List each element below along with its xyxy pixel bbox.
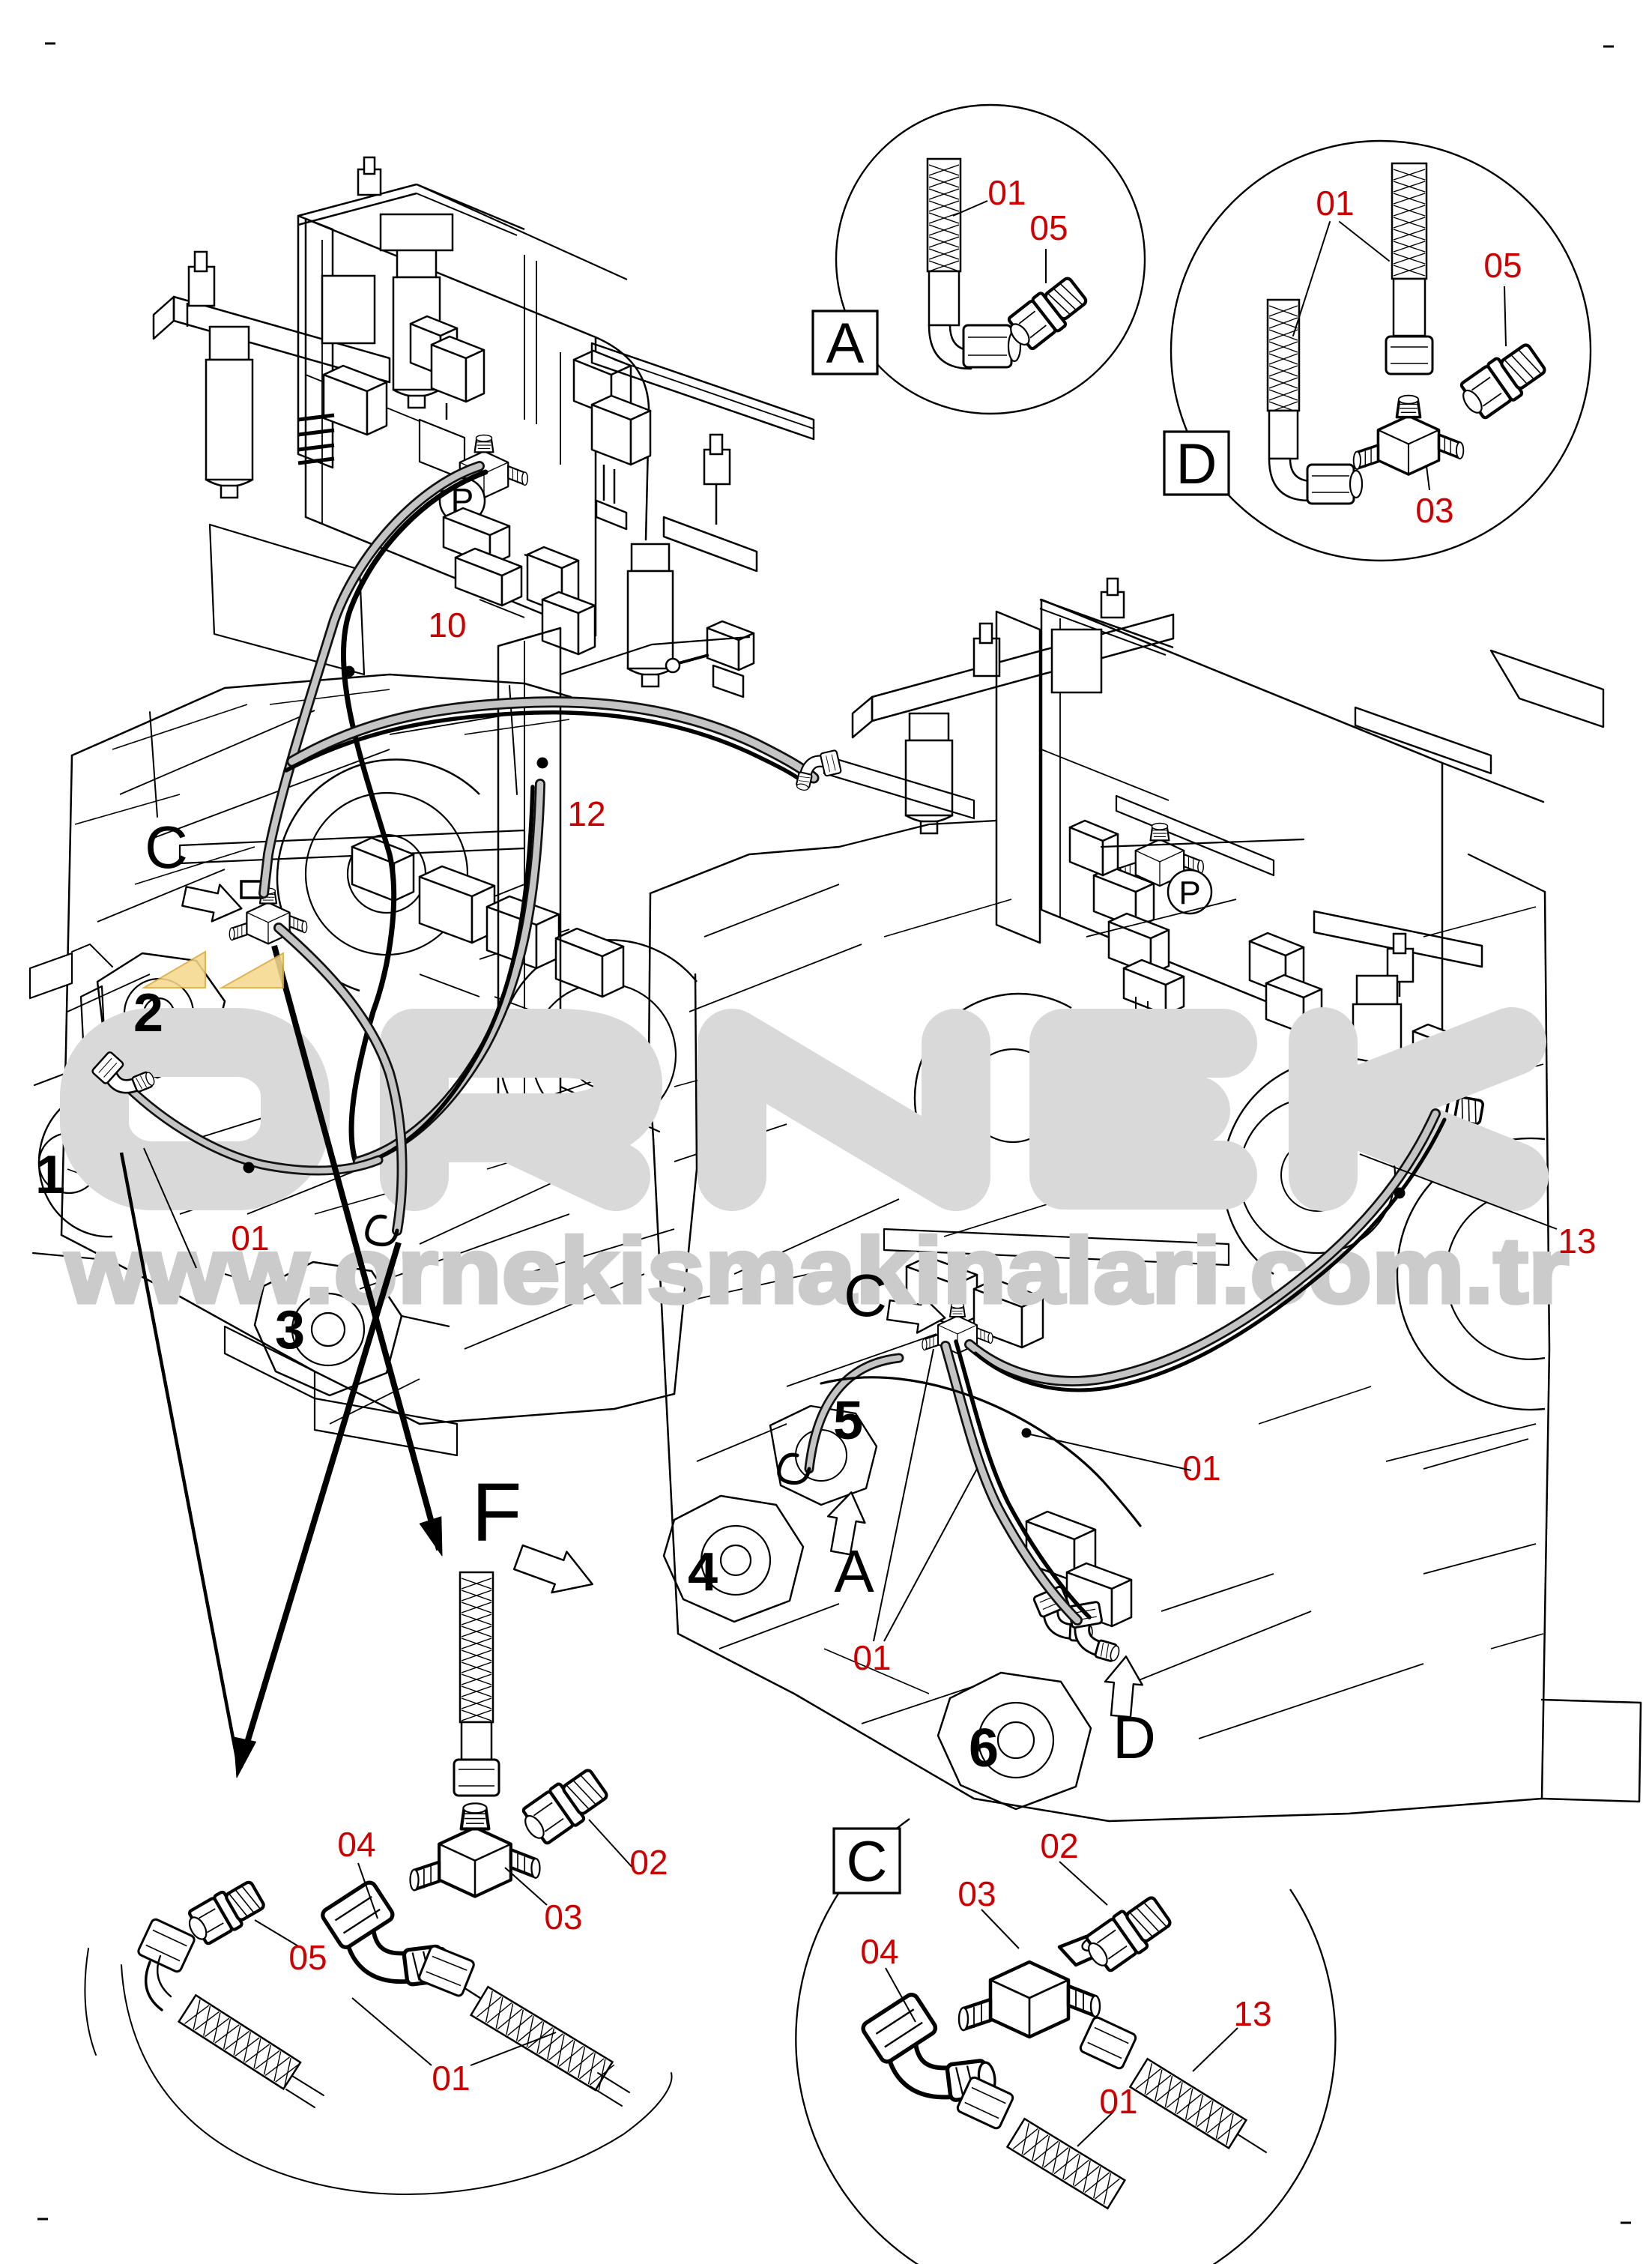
svg-text:13: 13: [1558, 1222, 1596, 1261]
svg-text:10: 10: [428, 606, 466, 645]
svg-text:3: 3: [275, 1300, 305, 1360]
svg-text:P: P: [1179, 875, 1200, 911]
svg-text:03: 03: [544, 1898, 582, 1937]
svg-text:01: 01: [1182, 1449, 1220, 1488]
svg-text:D: D: [1176, 432, 1217, 496]
svg-text:01: 01: [853, 1638, 891, 1677]
svg-text:2: 2: [133, 983, 163, 1043]
svg-text:01: 01: [1099, 2082, 1137, 2121]
svg-text:A: A: [826, 312, 865, 375]
svg-text:A: A: [834, 1538, 874, 1605]
svg-text:04: 04: [337, 1825, 375, 1864]
svg-text:F: F: [471, 1467, 521, 1559]
svg-text:13: 13: [1233, 1994, 1271, 2033]
svg-text:05: 05: [1483, 246, 1522, 285]
svg-text:01: 01: [231, 1219, 269, 1258]
svg-text:C: C: [145, 814, 188, 881]
svg-text:C: C: [844, 1262, 887, 1329]
svg-text:05: 05: [288, 1938, 327, 1977]
svg-text:01: 01: [1316, 184, 1354, 223]
svg-text:12: 12: [567, 794, 605, 833]
svg-text:04: 04: [860, 1932, 898, 1971]
svg-text:D: D: [1113, 1704, 1156, 1771]
svg-text:02: 02: [629, 1843, 668, 1882]
svg-text:5: 5: [833, 1391, 863, 1451]
svg-text:01: 01: [432, 2059, 470, 2098]
svg-text:05: 05: [1029, 208, 1068, 247]
svg-text:6: 6: [969, 1718, 999, 1778]
svg-text:C: C: [847, 1830, 888, 1894]
svg-text:4: 4: [688, 1542, 718, 1602]
svg-text:03: 03: [957, 1874, 996, 1913]
svg-text:01: 01: [987, 173, 1026, 212]
svg-text:03: 03: [1415, 491, 1453, 530]
svg-text:02: 02: [1040, 1826, 1078, 1865]
svg-text:1: 1: [35, 1145, 65, 1205]
